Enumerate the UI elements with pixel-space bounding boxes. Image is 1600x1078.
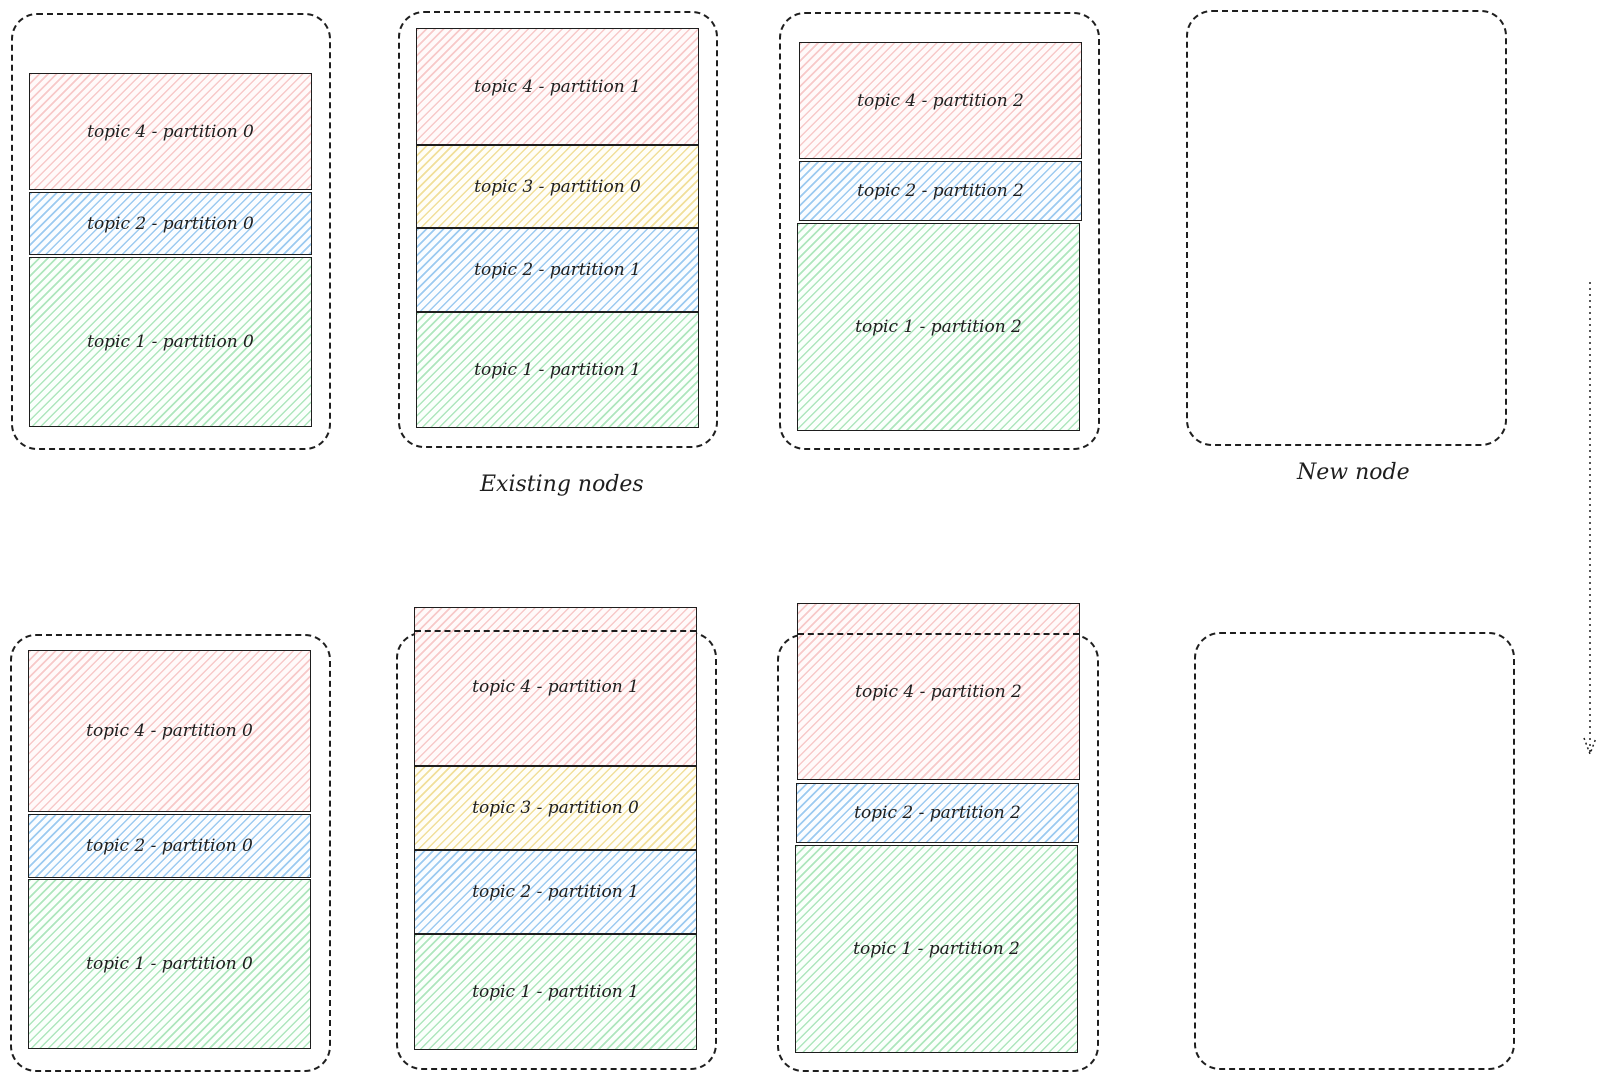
partition-label: topic 4 - partition 2 bbox=[855, 681, 1022, 702]
partition-topic1-p1: topic 1 - partition 1 bbox=[414, 934, 697, 1050]
partition-label: topic 1 - partition 0 bbox=[86, 954, 253, 974]
existing-node-1-after bbox=[10, 634, 331, 1072]
partition-label: topic 2 - partition 0 bbox=[87, 213, 254, 234]
partition-label: topic 1 - partition 1 bbox=[474, 360, 641, 380]
new-node-after bbox=[1194, 632, 1515, 1070]
existing-node-1-before bbox=[11, 13, 331, 450]
partition-topic4-p1: topic 4 - partition 1 bbox=[414, 607, 697, 766]
partition-label: topic 1 - partition 2 bbox=[855, 317, 1022, 337]
partition-topic4-p0: topic 4 - partition 0 bbox=[29, 73, 312, 190]
arrow-head-icon bbox=[1583, 737, 1597, 757]
partition-topic1-p2: topic 1 - partition 2 bbox=[795, 845, 1078, 1053]
partition-topic4-p2: topic 4 - partition 2 bbox=[797, 603, 1080, 780]
partition-topic1-p2: topic 1 - partition 2 bbox=[797, 223, 1080, 431]
partition-label: topic 2 - partition 1 bbox=[474, 260, 641, 280]
partition-topic2-p1: topic 2 - partition 1 bbox=[414, 850, 697, 934]
partition-label: topic 1 - partition 0 bbox=[87, 332, 254, 352]
partition-label: topic 4 - partition 1 bbox=[474, 76, 641, 97]
transition-arrow bbox=[1583, 282, 1597, 757]
partition-label: topic 2 - partition 2 bbox=[857, 181, 1024, 201]
partition-label: topic 2 - partition 1 bbox=[472, 882, 639, 902]
partition-topic4-p2: topic 4 - partition 2 bbox=[799, 42, 1082, 159]
node-boundary-line bbox=[415, 630, 696, 632]
partition-topic3-p0: topic 3 - partition 0 bbox=[416, 145, 699, 228]
partition-topic3-p0: topic 3 - partition 0 bbox=[414, 766, 697, 850]
partition-topic2-p2: topic 2 - partition 2 bbox=[796, 783, 1079, 843]
partition-topic2-p0: topic 2 - partition 0 bbox=[29, 192, 312, 255]
existing-node-2-before bbox=[398, 11, 718, 448]
partition-topic2-p0: topic 2 - partition 0 bbox=[28, 814, 311, 878]
partition-label: topic 2 - partition 0 bbox=[86, 836, 253, 856]
partition-label: topic 3 - partition 0 bbox=[472, 798, 639, 818]
partition-topic1-p0: topic 1 - partition 0 bbox=[28, 879, 311, 1049]
partition-label: topic 1 - partition 1 bbox=[472, 982, 639, 1002]
partition-label: topic 2 - partition 2 bbox=[854, 803, 1021, 823]
partition-label: topic 3 - partition 0 bbox=[474, 176, 641, 197]
existing-node-3-before bbox=[779, 12, 1100, 450]
partition-label: topic 4 - partition 0 bbox=[87, 121, 254, 142]
new-node-before bbox=[1186, 10, 1507, 446]
node-boundary-line bbox=[798, 633, 1079, 635]
partition-topic4-p1: topic 4 - partition 1 bbox=[416, 28, 699, 145]
partition-topic1-p1: topic 1 - partition 1 bbox=[416, 312, 699, 428]
partition-topic2-p2: topic 2 - partition 2 bbox=[799, 161, 1082, 221]
new-node-caption: New node bbox=[1297, 460, 1410, 485]
partition-label: topic 4 - partition 0 bbox=[86, 721, 253, 741]
partition-label: topic 4 - partition 1 bbox=[472, 676, 639, 697]
partition-topic1-p0: topic 1 - partition 0 bbox=[29, 257, 312, 427]
existing-nodes-caption: Existing nodes bbox=[480, 472, 644, 497]
partition-label: topic 4 - partition 2 bbox=[857, 90, 1024, 111]
partition-label: topic 1 - partition 2 bbox=[853, 939, 1020, 959]
partition-topic2-p1: topic 2 - partition 1 bbox=[416, 228, 699, 312]
partition-topic4-p0: topic 4 - partition 0 bbox=[28, 650, 311, 812]
